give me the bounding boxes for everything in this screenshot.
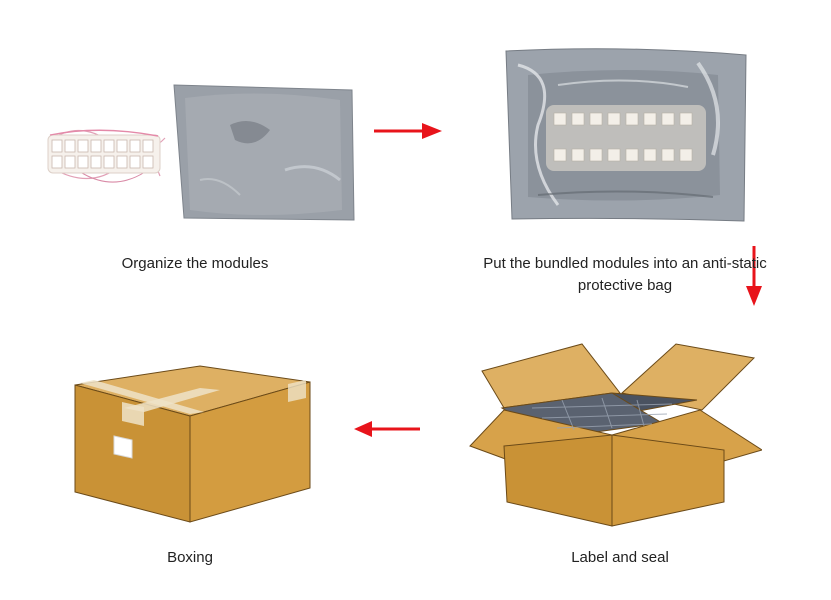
step-organize-caption: Organize the modules bbox=[121, 255, 269, 272]
step-label-caption: Label and seal bbox=[571, 549, 669, 566]
anti-static-bag-flat bbox=[173, 84, 355, 221]
step-boxing-illustration bbox=[74, 365, 311, 523]
arrow-right-icon bbox=[374, 123, 442, 139]
step-bag-illustration bbox=[505, 48, 747, 222]
step-boxing-caption: Boxing bbox=[167, 549, 213, 566]
step-bag-caption: Put the bundled modules into an anti-sta… bbox=[483, 255, 767, 294]
arrow-down-icon bbox=[746, 246, 762, 306]
step-organize-illustration bbox=[47, 84, 355, 221]
arrow-left-icon bbox=[354, 421, 420, 437]
shipping-label bbox=[113, 435, 133, 459]
step-label-illustration bbox=[469, 343, 762, 527]
led-modules-bundle bbox=[47, 129, 166, 183]
